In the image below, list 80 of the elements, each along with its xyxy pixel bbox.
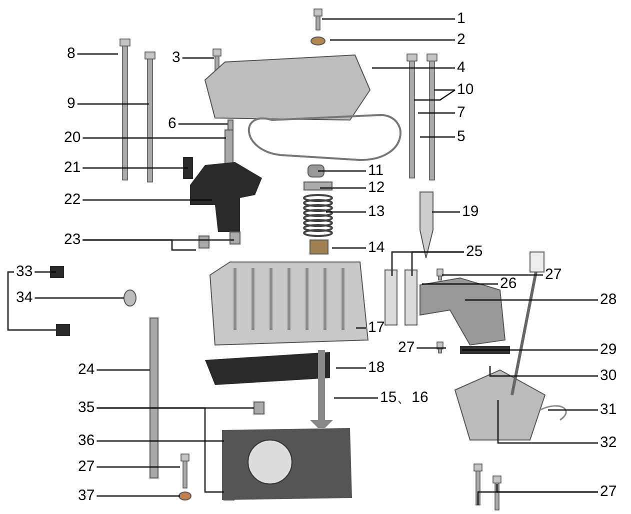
leader-line <box>416 347 446 349</box>
leader-line <box>462 349 598 351</box>
leader-line <box>96 407 224 493</box>
leader-line <box>465 299 598 301</box>
leader-line <box>422 283 498 285</box>
callout-number: 24 <box>78 361 95 379</box>
leader-line <box>372 67 455 69</box>
leader-line <box>434 89 455 91</box>
callout-number: 4 <box>457 59 466 77</box>
leader-line <box>489 366 598 377</box>
leader-line <box>34 271 56 273</box>
callout-number: 27 <box>600 483 617 501</box>
leader-line <box>326 211 366 213</box>
callout-number: 33 <box>16 263 33 281</box>
leader-line <box>82 199 212 201</box>
leader-line <box>7 271 56 331</box>
leader-line <box>96 466 180 468</box>
leader-line <box>420 136 455 138</box>
callout-number: 29 <box>600 341 617 359</box>
leader-line <box>182 57 214 59</box>
leader-line <box>34 297 124 299</box>
leader-line <box>77 103 149 105</box>
leader-line <box>418 112 455 114</box>
callout-number: 27 <box>545 266 562 284</box>
callout-number: 27 <box>398 339 415 357</box>
callout-number: 37 <box>78 487 95 505</box>
leader-line <box>96 440 224 442</box>
callout-number: 10 <box>457 81 474 99</box>
callout-number: 18 <box>368 359 385 377</box>
leader-line <box>96 369 150 371</box>
callout-number: 20 <box>64 129 81 147</box>
callout-number: 19 <box>462 203 479 221</box>
callout-number: 2 <box>457 31 466 49</box>
callout-number: 27 <box>78 458 95 476</box>
callout-number: 13 <box>368 203 385 221</box>
callout-number: 28 <box>600 291 617 309</box>
callout-number: 32 <box>600 434 617 452</box>
callout-number: 35 <box>78 399 95 417</box>
leader-line <box>322 18 455 20</box>
leader-line <box>548 409 598 411</box>
leader-line <box>320 187 366 189</box>
callout-number: 21 <box>64 159 81 177</box>
callout-number: 9 <box>67 95 76 113</box>
leader-line <box>442 274 543 276</box>
callout-number: 11 <box>368 162 384 180</box>
callout-number: 15、16 <box>380 389 428 407</box>
leader-line <box>336 367 366 369</box>
leader-line <box>356 327 366 329</box>
leader-line <box>411 251 464 276</box>
callout-number: 30 <box>600 367 617 385</box>
callout-number: 22 <box>64 191 81 209</box>
leader-line <box>96 495 180 497</box>
callout-number: 3 <box>172 49 180 67</box>
leader-line <box>497 400 598 444</box>
leader-line <box>178 123 228 125</box>
leader-line <box>432 211 460 213</box>
leader-line <box>332 247 366 249</box>
callout-number: 25 <box>466 243 483 261</box>
callout-number: 31 <box>600 401 617 419</box>
callout-number: 36 <box>78 432 95 450</box>
leader-line <box>82 137 226 139</box>
leader-line <box>318 170 366 172</box>
leader-line <box>82 167 188 169</box>
callout-number: 7 <box>457 104 466 122</box>
leader-line <box>82 239 196 251</box>
leader-line <box>334 397 378 399</box>
leader-line <box>477 491 598 505</box>
callout-number: 5 <box>457 128 466 146</box>
callout-number: 14 <box>368 239 385 257</box>
leader-line <box>77 53 118 55</box>
callout-number: 17 <box>368 319 385 337</box>
leader-line <box>330 39 455 41</box>
callout-number: 34 <box>16 289 33 307</box>
callout-number: 23 <box>64 231 81 249</box>
callout-number: 26 <box>500 275 517 293</box>
callout-number: 12 <box>368 179 385 197</box>
callout-number: 8 <box>67 45 76 63</box>
leader-line <box>414 90 456 101</box>
callout-number: 6 <box>168 115 176 133</box>
callout-number: 1 <box>457 10 466 28</box>
